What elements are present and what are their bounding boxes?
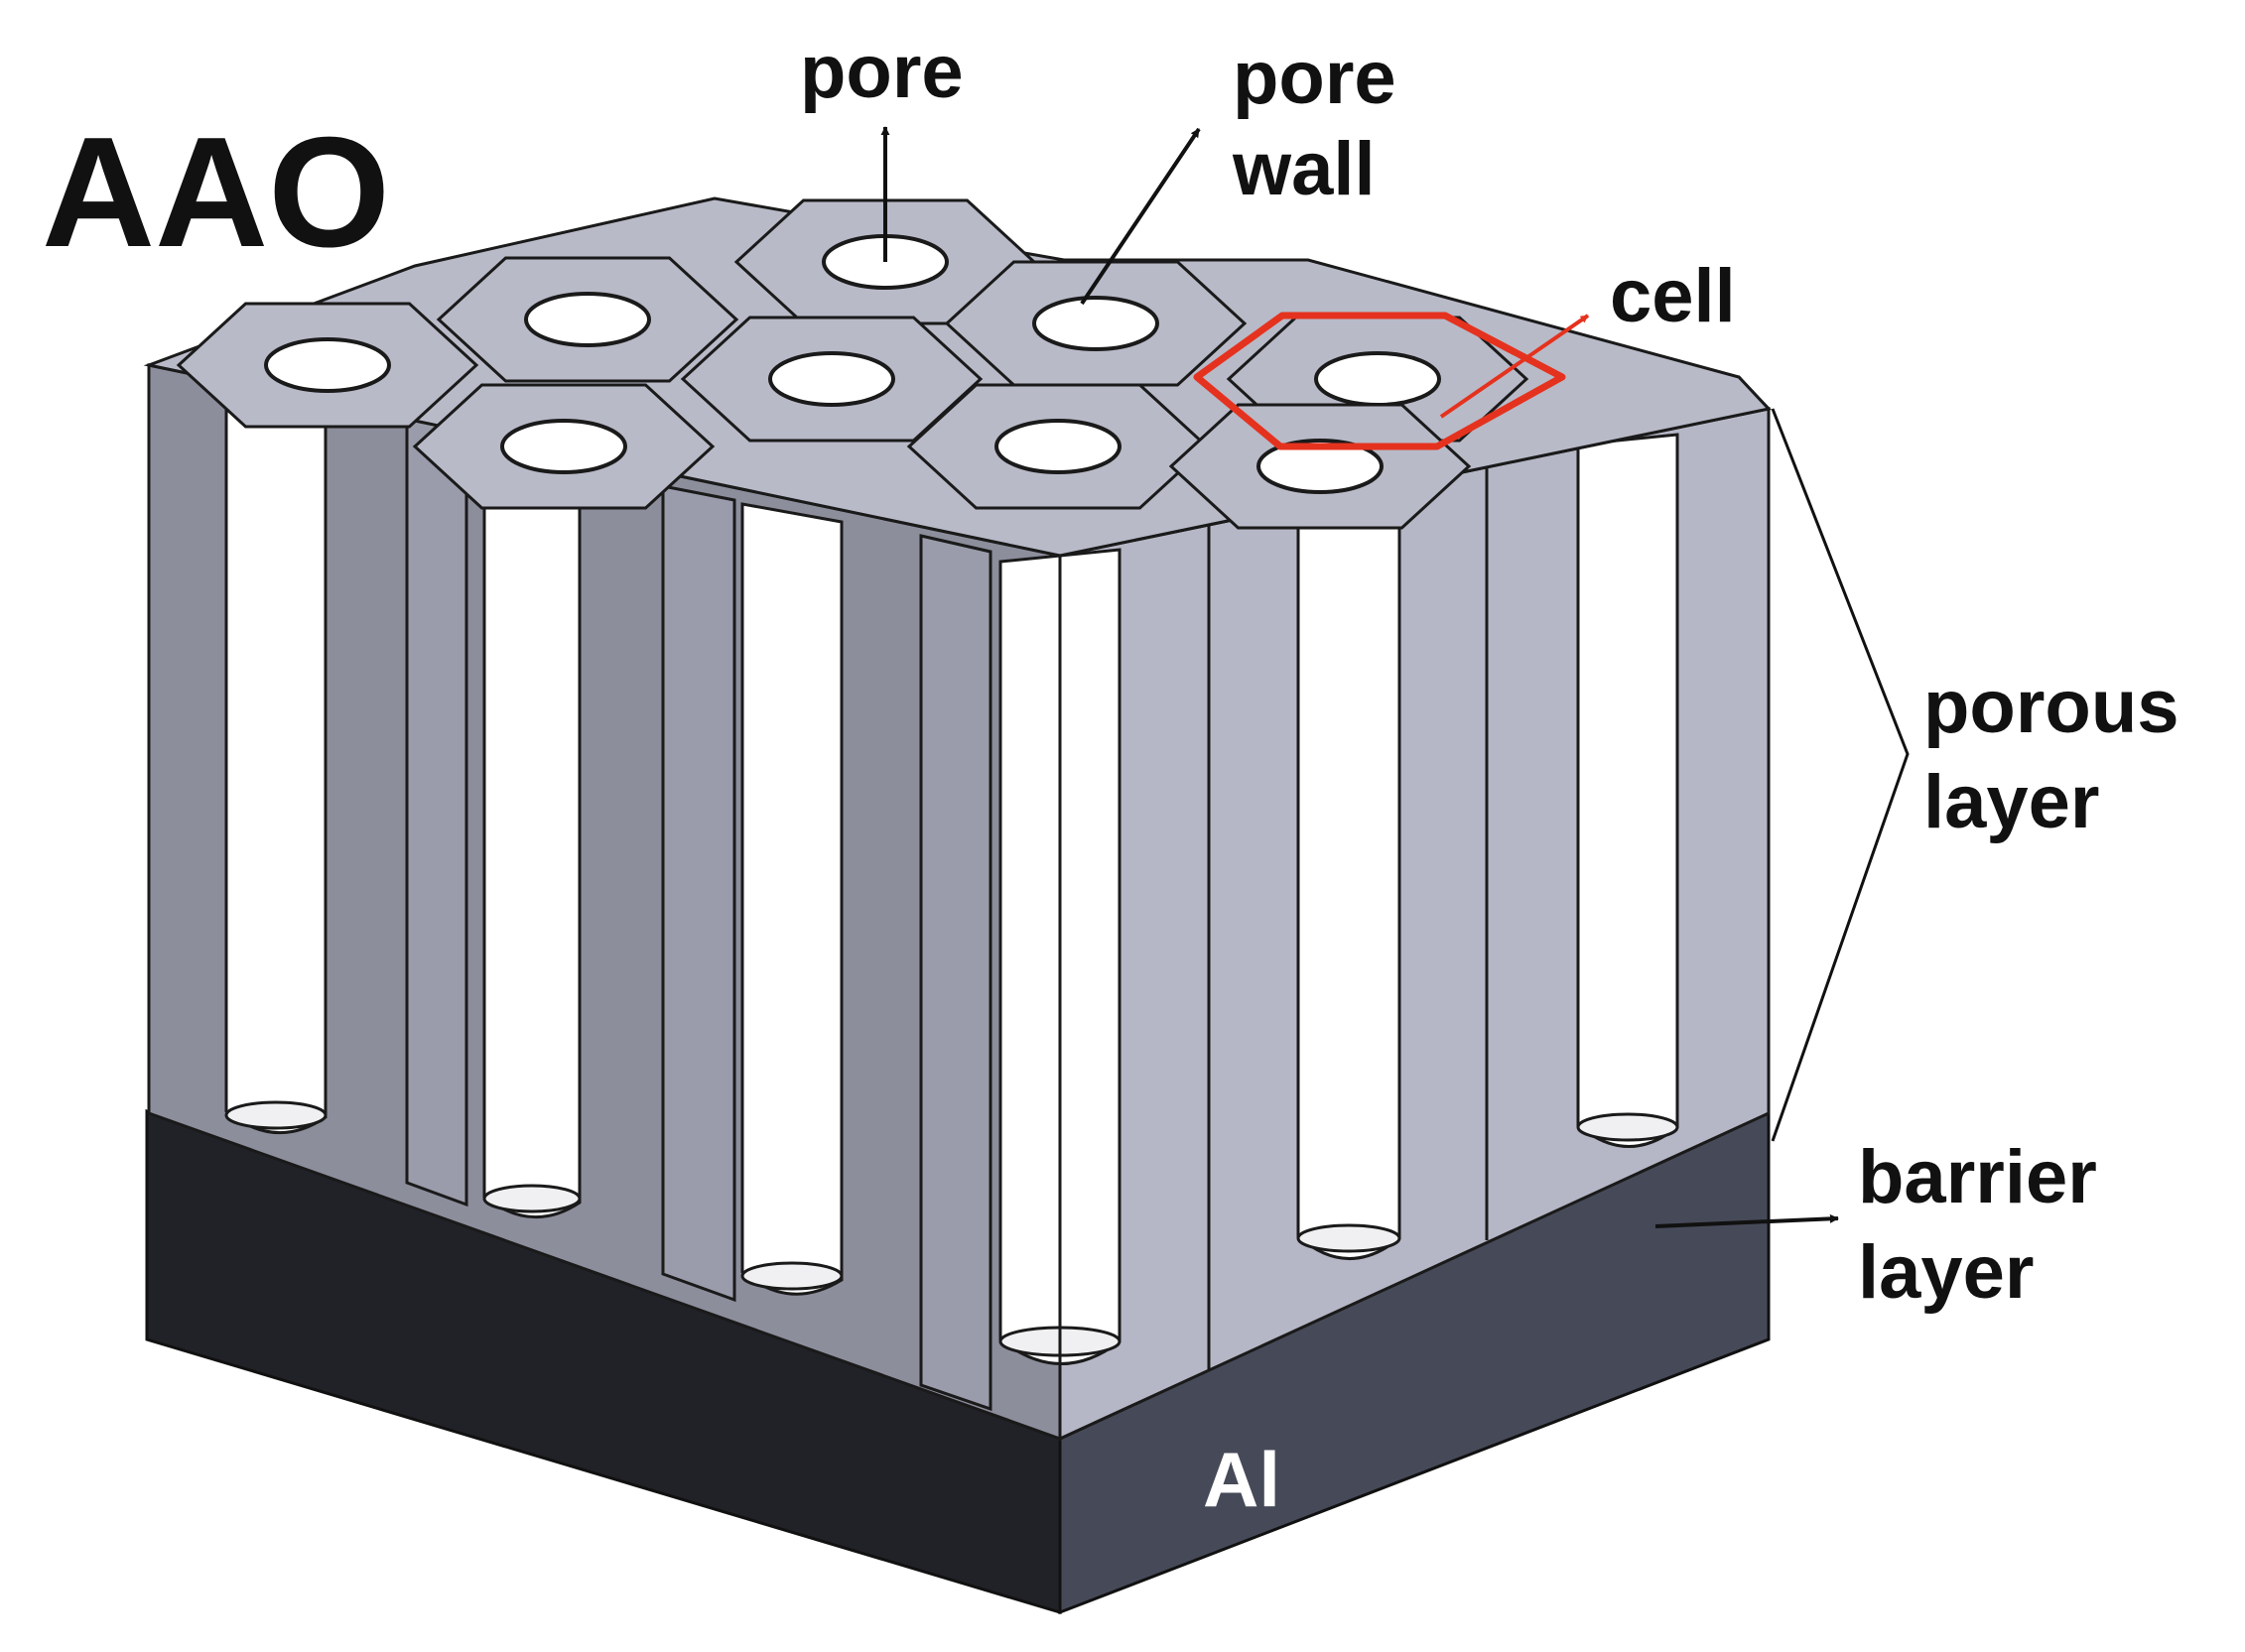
diagram-title: AAO	[42, 105, 390, 280]
barrier-layer-label-line1: barrier	[1858, 1135, 2097, 1219]
pore-wall-label-line2: wall	[1232, 127, 1376, 211]
porous-right-face	[998, 407, 1771, 1442]
front-cell-wall-lighter	[919, 534, 992, 1412]
pore-opening	[1314, 351, 1441, 407]
pore-bottom	[740, 1261, 844, 1291]
pore-opening	[264, 337, 391, 393]
front-cell-wall-lighter	[661, 484, 736, 1303]
text-labels: AAO pore pore wall cell porous layer bar…	[42, 30, 2179, 1523]
pore-channel	[482, 441, 582, 1219]
pore-bottom	[224, 1100, 328, 1130]
porous-layer-label-line2: layer	[1923, 760, 2100, 844]
pore-bottom	[1296, 1223, 1401, 1253]
pore-wall-label-line1: pore	[1233, 36, 1396, 120]
porous-layer-label-line1: porous	[1923, 665, 2179, 749]
pore-bottom	[1576, 1112, 1679, 1142]
cell-highlight-hexagon	[1193, 312, 1566, 450]
pore-opening	[1256, 439, 1384, 494]
cell-label: cell	[1610, 254, 1736, 338]
pore-label: pore	[800, 30, 964, 114]
barrier-layer-label-line2: layer	[1858, 1230, 2035, 1315]
substrate-label: Al	[1203, 1436, 1280, 1523]
top-surface	[143, 196, 1772, 558]
pore-opening	[500, 419, 627, 474]
pore-wall-arrow	[1080, 127, 1201, 306]
hex-cell-group	[176, 198, 1529, 530]
barrier-layer-arrow	[1654, 1213, 1839, 1228]
cell-arrow	[1439, 314, 1590, 419]
pore-channel	[1296, 492, 1401, 1260]
pore-channel	[740, 502, 844, 1296]
pore-opening	[768, 351, 895, 407]
pore-opening	[994, 419, 1122, 474]
porous-layer-brace	[1771, 408, 1910, 1142]
pore-channel	[1576, 433, 1679, 1148]
porous-front-face	[147, 363, 1062, 1442]
annotation-arrows	[880, 126, 1910, 1228]
pore-channel	[224, 367, 328, 1135]
pore-opening	[524, 292, 651, 347]
pore-bottom	[482, 1184, 582, 1213]
front-cell-wall-lighter	[405, 413, 468, 1207]
pore-opening	[1032, 296, 1159, 351]
